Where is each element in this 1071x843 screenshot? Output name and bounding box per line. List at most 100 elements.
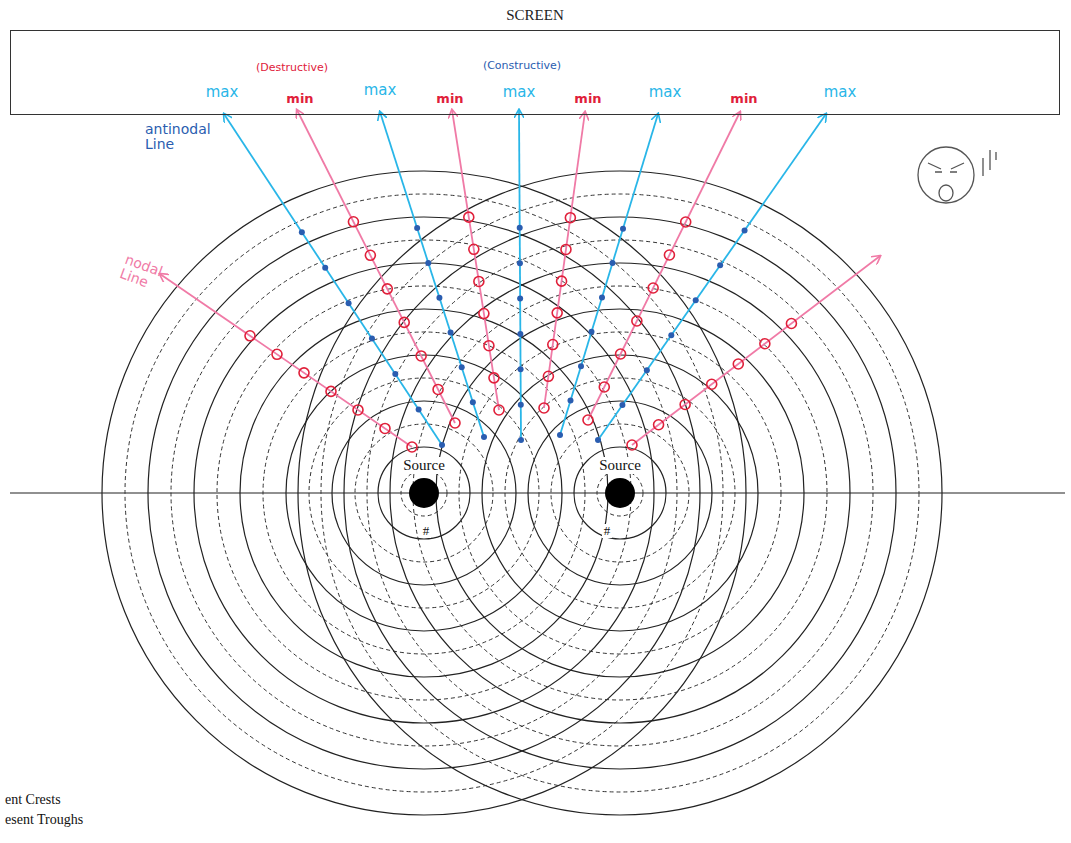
nodal-line [452, 110, 499, 410]
antinodal-note: antinodal Line [145, 122, 225, 153]
min-label: min [730, 92, 757, 106]
node-mark [548, 340, 558, 350]
antinode-dot [470, 399, 476, 405]
screen-title: SCREEN [506, 7, 564, 24]
crest-circle [102, 171, 746, 815]
node-mark [365, 250, 375, 260]
source-dot [605, 478, 635, 508]
node-mark [382, 284, 392, 294]
antinode-dot [620, 226, 626, 232]
antinode-dot [517, 296, 523, 302]
node-mark [539, 403, 549, 413]
crest-circle [148, 217, 700, 769]
trough-circle [459, 332, 781, 654]
antinode-dot [517, 260, 523, 266]
antinode-dot [578, 363, 584, 369]
trough-circle [551, 424, 689, 562]
nodal-line [160, 274, 412, 447]
node-mark [484, 341, 494, 351]
crest-circle [344, 217, 896, 769]
node-mark [245, 331, 255, 341]
node-mark [469, 244, 479, 254]
crest-circle [528, 401, 712, 585]
node-mark [299, 368, 309, 378]
node-mark [733, 359, 743, 369]
node-mark [654, 420, 664, 430]
min-label: min [286, 92, 313, 106]
wavefronts [102, 171, 942, 815]
node-mark [616, 349, 626, 359]
crest-circle [298, 171, 942, 815]
node-mark [326, 386, 336, 396]
antinode-dot [742, 227, 748, 233]
source-dot [409, 478, 439, 508]
node-mark [565, 213, 575, 223]
antinode-dot [322, 265, 328, 271]
node-mark [648, 283, 658, 293]
trough-circle [505, 378, 735, 608]
antinode-dot [518, 366, 524, 372]
antinode-dot [459, 364, 465, 370]
node-mark [681, 217, 691, 227]
node-mark [399, 317, 409, 327]
node-mark [433, 384, 443, 394]
node-mark [583, 415, 593, 425]
node-mark [489, 373, 499, 383]
antinode-dot [436, 295, 442, 301]
trough-circle [171, 240, 677, 746]
node-mark [664, 250, 674, 260]
legend-fragment: esent Troughs [3, 812, 85, 827]
node-mark [474, 276, 484, 286]
antinode-dot [518, 402, 524, 408]
max-label: max [364, 82, 397, 99]
node-mark [557, 276, 567, 286]
source-label: Source [597, 457, 643, 474]
node-mark [416, 351, 426, 361]
trough-circle [401, 470, 447, 516]
hand-lines [160, 110, 880, 452]
antinode-dot [481, 434, 487, 440]
antinode-dot [557, 432, 563, 438]
nodal-line [544, 112, 585, 408]
antinode-dot [619, 402, 625, 408]
min-label: min [436, 92, 463, 106]
node-mark [407, 442, 417, 452]
node-mark [494, 405, 504, 415]
antinode-dot [346, 300, 352, 306]
antinode-dot [439, 442, 445, 448]
antinode-dot [644, 367, 650, 373]
interference-note: (Constructive) [483, 60, 561, 72]
antinode-dot [299, 229, 305, 235]
node-mark [561, 244, 571, 254]
trough-circle [355, 424, 493, 562]
antinode-dot [610, 260, 616, 266]
node-mark [479, 309, 489, 319]
axis-line [10, 492, 1065, 493]
antinode-dot [369, 336, 375, 342]
antinode-dot [717, 262, 723, 268]
source-label: Source [401, 457, 447, 474]
nodal-line [297, 110, 455, 423]
legend-fragment: ent Crests [3, 792, 63, 807]
antinodal-line [380, 112, 484, 437]
nodal-line [632, 256, 880, 445]
trough-circle [413, 286, 827, 700]
antinode-dot [668, 332, 674, 338]
node-mark [786, 319, 796, 329]
trough-circle [125, 194, 723, 792]
source-mark: # [602, 524, 613, 538]
min-label: min [574, 92, 601, 106]
antinode-dot [392, 371, 398, 377]
face-icon [918, 147, 996, 203]
node-mark [599, 382, 609, 392]
antinode-dot [416, 407, 422, 413]
node-mark [632, 316, 642, 326]
trough-circle [597, 470, 643, 516]
max-label: max [824, 84, 857, 101]
crest-circle [332, 401, 516, 585]
trough-circle [263, 332, 585, 654]
node-mark [272, 349, 282, 359]
node-mark [348, 217, 358, 227]
trough-circle [321, 194, 919, 792]
node-mark [627, 440, 637, 450]
